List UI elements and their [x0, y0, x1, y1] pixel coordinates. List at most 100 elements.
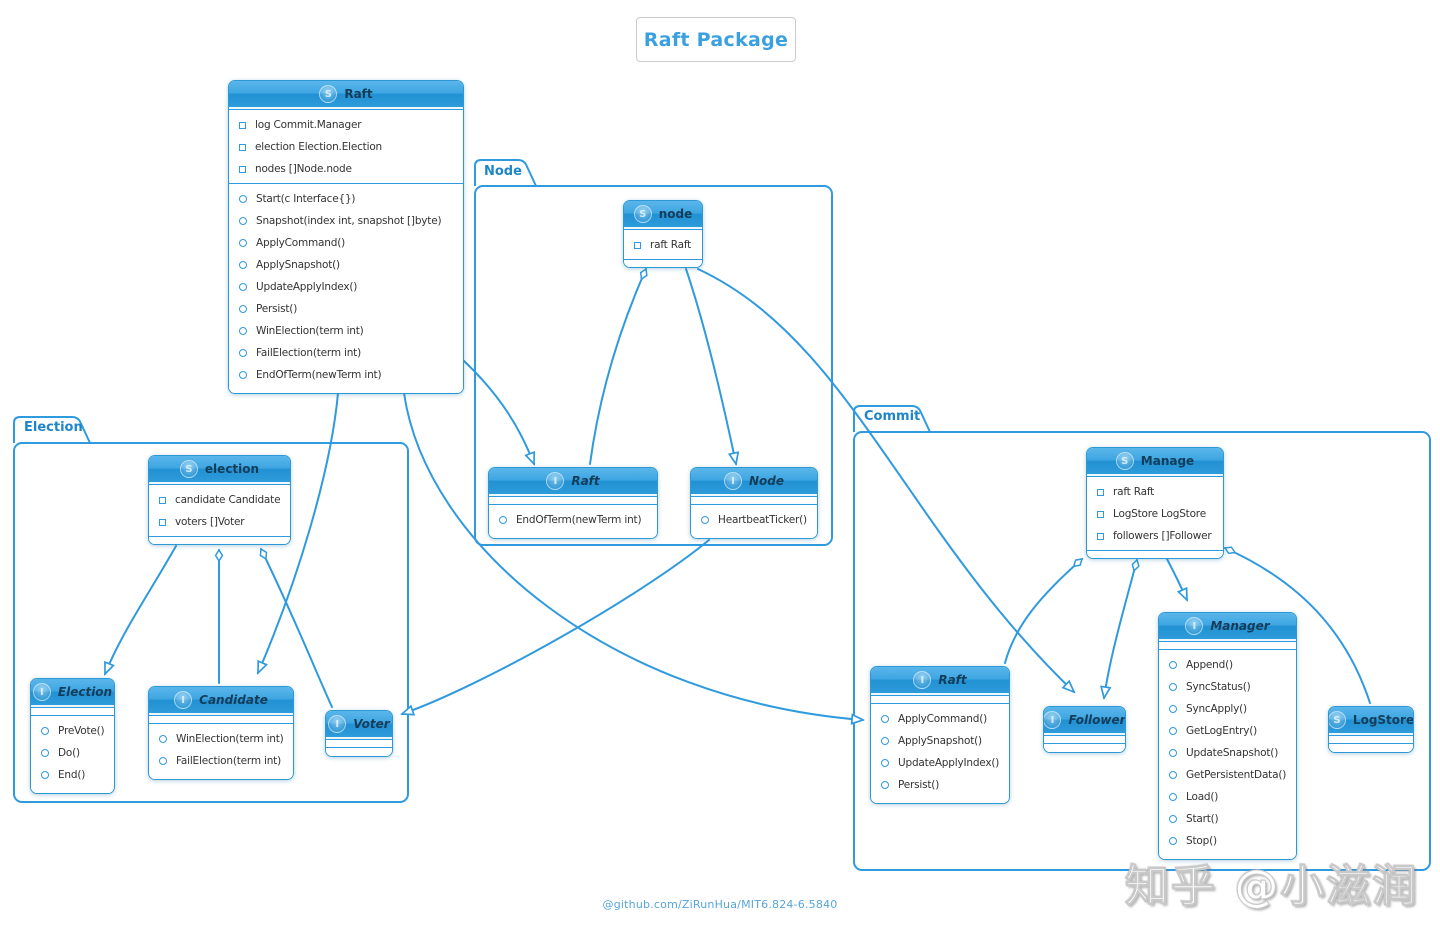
- footer-link[interactable]: @github.com/ZiRunHua/MIT6.824-6.5840: [602, 898, 838, 911]
- interface-manager-title: Manager: [1210, 619, 1270, 633]
- method-row: Snapshot(index int, snapshot []byte): [229, 210, 463, 232]
- edge-node-to-follower: [697, 268, 1074, 692]
- field-row: raft Raft: [624, 234, 702, 256]
- interface-commit-raft: I Raft ApplyCommand() ApplySnapshot() Up…: [870, 666, 1010, 804]
- method-circle-icon: [881, 715, 889, 723]
- method-circle-icon: [41, 727, 49, 735]
- method-row: ApplySnapshot(): [871, 730, 1009, 752]
- empty-section: [871, 695, 1009, 703]
- struct-icon: S: [1115, 452, 1134, 470]
- package-node-label: Node: [484, 164, 522, 179]
- class-logstore-title: LogStore: [1352, 713, 1414, 727]
- method-row: FailElection(term int): [149, 750, 293, 772]
- interface-election: I Election PreVote() Do() End(): [30, 678, 115, 794]
- interface-icon: I: [1185, 617, 1204, 635]
- method-row: Stop(): [1159, 830, 1296, 852]
- empty-section: [1159, 641, 1296, 649]
- method-row: Start(c Interface{}): [229, 188, 463, 210]
- empty-section: [1087, 550, 1223, 558]
- method-circle-icon: [701, 516, 709, 524]
- interface-node-raft: I Raft EndOfTerm(newTerm int): [488, 467, 658, 539]
- field-row: candidate Candidate: [149, 489, 290, 511]
- empty-section: [1329, 735, 1413, 743]
- method-circle-icon: [1169, 661, 1177, 669]
- method-row: Append(): [1159, 654, 1296, 676]
- edge-election-to-voter: [261, 549, 333, 708]
- watermark: 知乎 @小滋润: [1124, 861, 1419, 913]
- field-row: raft Raft: [1087, 481, 1223, 503]
- edge-node-to-node-raft: [589, 269, 646, 465]
- struct-icon: S: [179, 460, 198, 478]
- method-circle-icon: [239, 349, 247, 357]
- class-logstore: S LogStore: [1328, 706, 1414, 753]
- method-circle-icon: [239, 283, 247, 291]
- interface-node-raft-title: Raft: [571, 474, 600, 488]
- interface-candidate-methods: WinElection(term int) FailElection(term …: [149, 723, 293, 779]
- field-square-icon: [239, 121, 246, 129]
- method-row: Start(): [1159, 808, 1296, 830]
- class-election-fields: candidate Candidate voters []Voter: [149, 484, 290, 536]
- interface-node-raft-methods: EndOfTerm(newTerm int): [489, 504, 657, 538]
- method-row: ApplyCommand(): [229, 232, 463, 254]
- method-circle-icon: [881, 737, 889, 745]
- method-circle-icon: [239, 261, 247, 269]
- method-circle-icon: [239, 371, 247, 379]
- field-square-icon: [159, 496, 166, 504]
- interface-voter-header: I Voter: [326, 711, 392, 739]
- empty-section: [31, 707, 114, 715]
- interface-node-node: I Node HeartbeatTicker(): [690, 467, 818, 539]
- class-election-title: election: [204, 462, 260, 476]
- empty-section: [149, 536, 290, 544]
- method-row: End(): [31, 764, 114, 786]
- package-election-tab: [13, 416, 91, 444]
- interface-voter: I Voter: [325, 710, 393, 757]
- edge-node-node-to-voter: [402, 539, 710, 714]
- method-circle-icon: [1169, 771, 1177, 779]
- footer: @github.com/ZiRunHua/MIT6.824-6.5840: [0, 893, 1440, 912]
- method-row: ApplySnapshot(): [229, 254, 463, 276]
- edge-manage-to-follower: [1104, 560, 1137, 698]
- class-manage-header: S Manage: [1087, 448, 1223, 476]
- interface-node-raft-header: I Raft: [489, 468, 657, 496]
- field-row: election Election.Election: [229, 136, 463, 158]
- interface-node-node-title: Node: [748, 474, 784, 488]
- empty-section: [326, 739, 392, 747]
- interface-icon: I: [1044, 711, 1062, 729]
- class-logstore-header: S LogStore: [1329, 707, 1413, 735]
- field-square-icon: [634, 241, 641, 249]
- field-row: log Commit.Manager: [229, 114, 463, 136]
- method-row: UpdateApplyIndex(): [229, 276, 463, 298]
- interface-icon: I: [328, 715, 347, 733]
- empty-section: [489, 496, 657, 504]
- class-raft-title: Raft: [344, 87, 373, 101]
- field-row: followers []Follower: [1087, 525, 1223, 547]
- edge-manage-to-logstore: [1225, 548, 1371, 704]
- edge-raft-to-node-raft: [462, 359, 534, 464]
- package-election-label: Election: [24, 420, 83, 435]
- class-node-header: S node: [624, 201, 702, 229]
- interface-election-title: Election: [57, 685, 113, 699]
- method-row: EndOfTerm(newTerm int): [229, 364, 463, 386]
- method-row: EndOfTerm(newTerm int): [489, 509, 657, 531]
- package-node-tab: [474, 159, 537, 187]
- method-row: PreVote(): [31, 720, 114, 742]
- empty-section: [326, 747, 392, 756]
- method-circle-icon: [159, 735, 167, 743]
- interface-manager-header: I Manager: [1159, 613, 1296, 641]
- interface-icon: I: [32, 683, 51, 701]
- method-circle-icon: [881, 759, 889, 767]
- interface-icon: I: [723, 472, 742, 490]
- empty-section: [149, 715, 293, 723]
- method-row: FailElection(term int): [229, 342, 463, 364]
- package-node-frame: [474, 185, 833, 546]
- class-raft-header: S Raft: [229, 81, 463, 109]
- method-circle-icon: [159, 757, 167, 765]
- package-commit-label: Commit: [864, 409, 921, 424]
- interface-icon: I: [546, 472, 565, 490]
- method-row: Do(): [31, 742, 114, 764]
- edge-manage-to-manager: [1166, 558, 1188, 600]
- class-raft: S Raft log Commit.Manager election Elect…: [228, 80, 464, 394]
- interface-icon: I: [913, 671, 932, 689]
